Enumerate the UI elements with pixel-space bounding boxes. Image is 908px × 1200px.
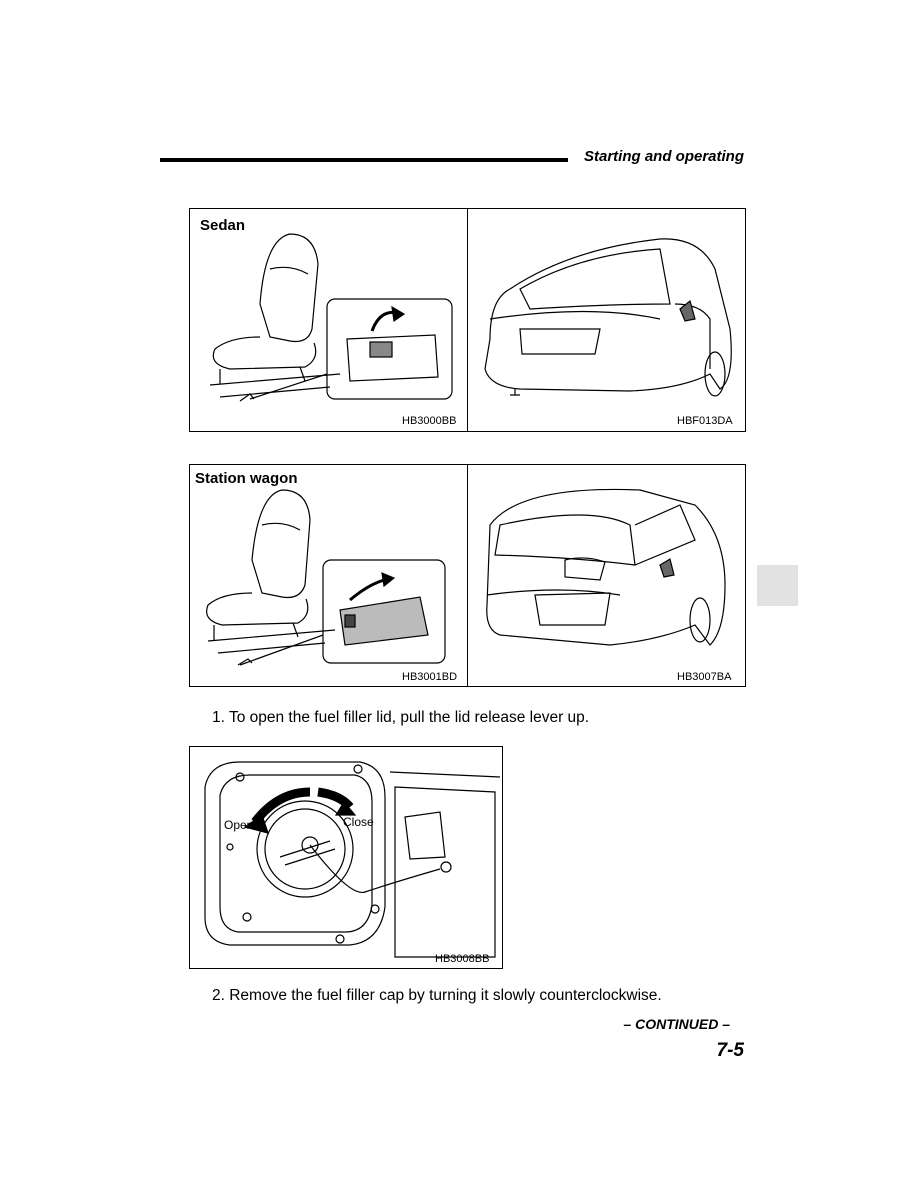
fuel-cap-illustration: Open Close <box>204 761 501 958</box>
sedan-figure: Sedan HB3000BB HBF013DA <box>189 208 746 432</box>
figure-code: HB3008BB <box>435 953 490 965</box>
figure-code: HB3000BB <box>402 415 457 427</box>
fuel-cap-figure: Open Close HB3008BB <box>189 746 503 969</box>
station-wagon-label: Station wagon <box>195 470 298 487</box>
station-wagon-figure: Station wagon HB3001BD HB3007BA <box>189 464 746 687</box>
figure-code: HBF013DA <box>677 415 733 427</box>
chapter-thumb-tab <box>757 565 798 606</box>
panel-divider <box>467 209 468 431</box>
header-rule <box>160 158 568 162</box>
figure-code: HB3007BA <box>677 671 732 683</box>
instruction-step: 1. To open the fuel filler lid, pull the… <box>212 709 590 726</box>
panel-divider <box>467 465 468 686</box>
section-title: Starting and operating <box>583 148 744 165</box>
continued-marker: – CONTINUED – <box>623 1016 730 1032</box>
page-number: 7-5 <box>716 1040 744 1061</box>
open-label: Open <box>224 818 253 832</box>
station-wagon-illustration <box>206 488 726 666</box>
sedan-label: Sedan <box>200 217 246 234</box>
instruction-step: 2. Remove the fuel filler cap by turning… <box>212 987 662 1004</box>
close-label: Close <box>343 815 374 829</box>
figure-code: HB3001BD <box>402 671 458 683</box>
sedan-illustration <box>209 233 732 402</box>
